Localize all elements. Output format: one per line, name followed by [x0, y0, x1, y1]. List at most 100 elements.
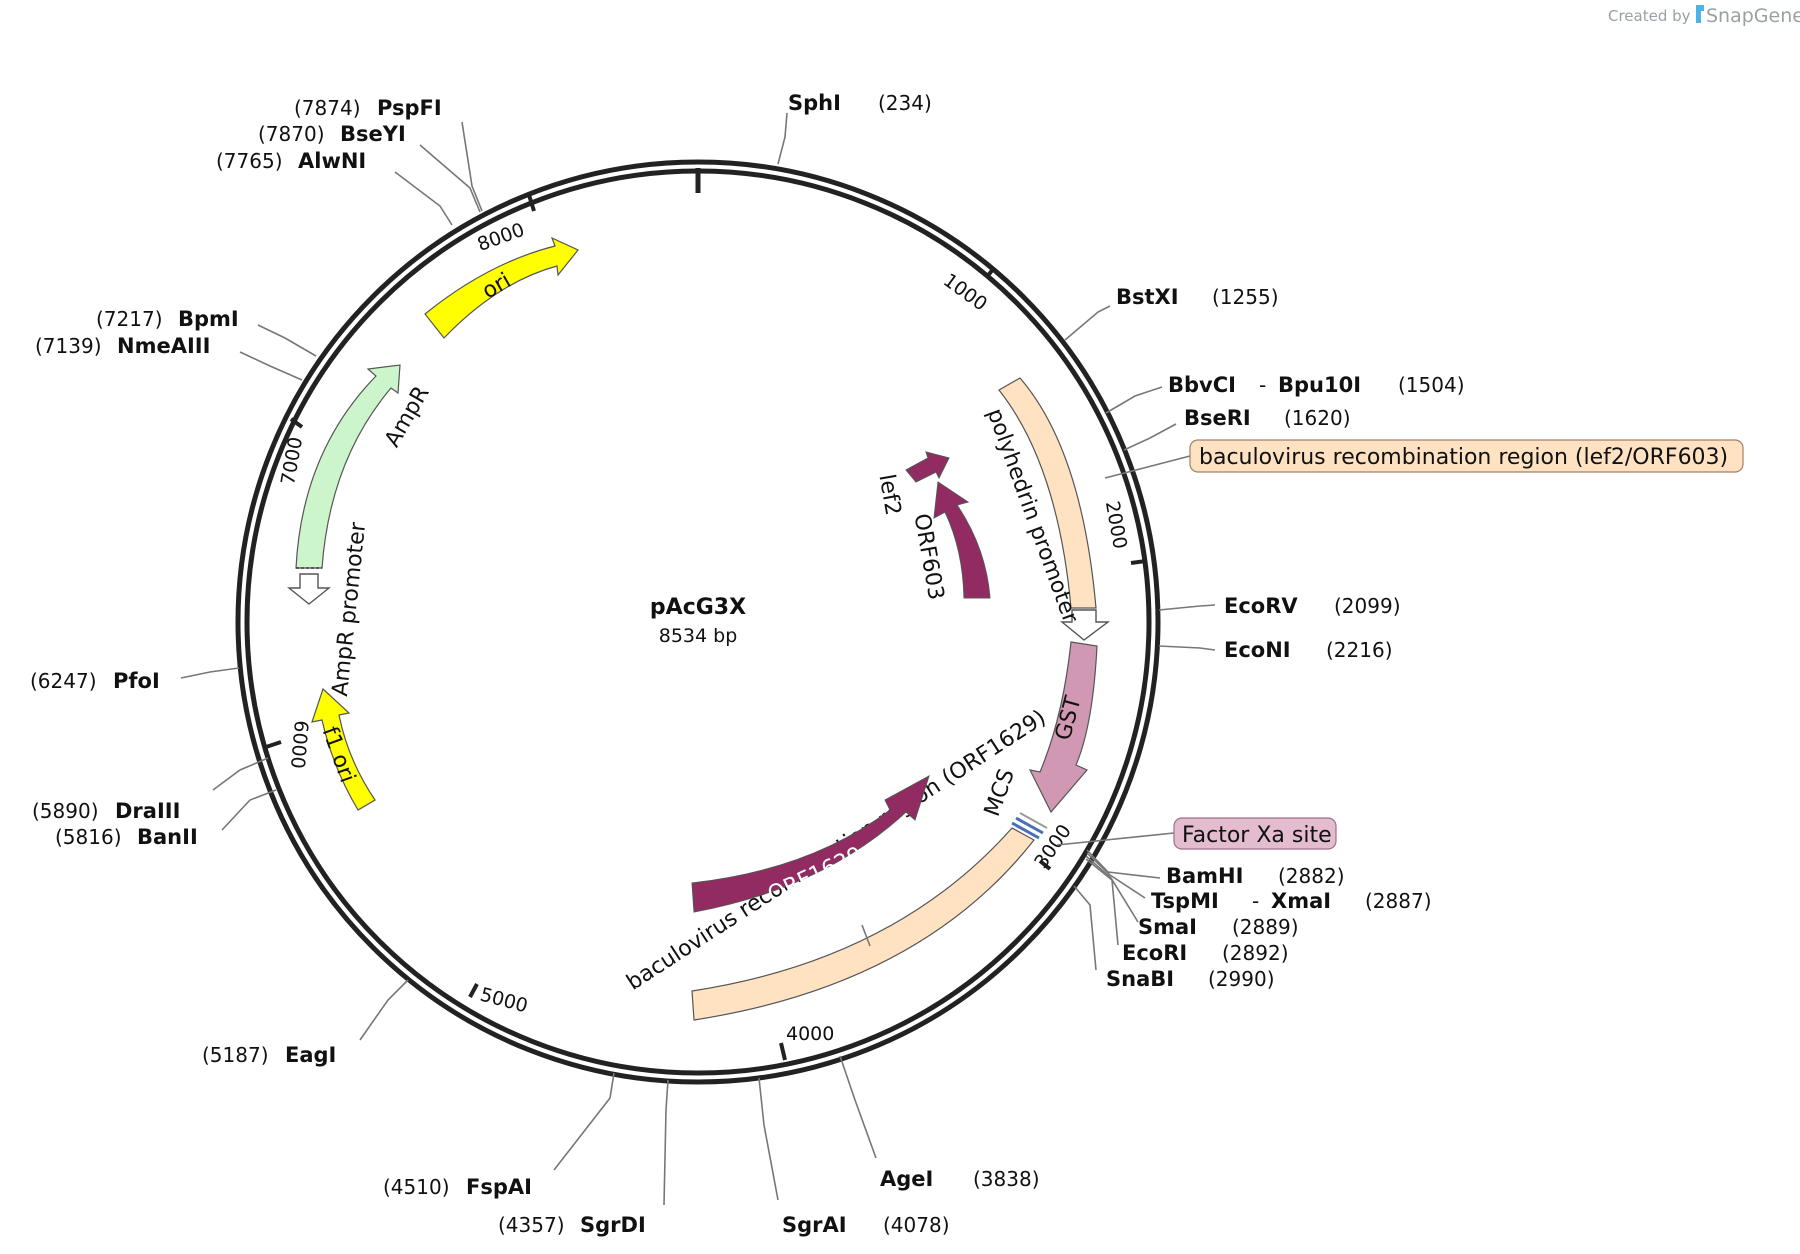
sgrai-name: SgrAI [782, 1213, 847, 1237]
bseri-leader [1123, 423, 1177, 451]
bac-region-lef2-orf603-arrow [998, 377, 1097, 609]
orf603-arrow [933, 481, 991, 599]
econi-name: EcoNI [1224, 638, 1291, 662]
lef2-label: lef2 [873, 472, 905, 517]
bbvci-leader [1105, 386, 1163, 414]
bbvci-sep: - [1259, 373, 1266, 397]
tspmi-pos: (2887) [1365, 889, 1432, 913]
bseri-pos: (1620) [1284, 406, 1351, 430]
bamhi-name: BamHI [1166, 864, 1243, 888]
bac-region-orf1629-leader [861, 924, 871, 947]
ampr-promoter-label: AmpR promoter [328, 520, 371, 697]
mcs-label: MCS [980, 766, 1020, 820]
snabi-pos: (2990) [1208, 967, 1275, 991]
tick-label-5000: 5000 [478, 984, 530, 1018]
polyhedrin-promoter-arrow [1060, 609, 1111, 641]
mcs-mark [1011, 812, 1048, 840]
orf1629-arrow [691, 774, 930, 913]
eagi-name: EagI [285, 1043, 336, 1067]
sphi-leader [777, 112, 788, 165]
f1-ori-arrow [311, 687, 376, 811]
bbvci-name: BbvCI [1168, 373, 1236, 397]
bac-lef2-callout-label: baculovirus recombination region (lef2/O… [1199, 445, 1728, 470]
ampr-arrow [295, 364, 401, 569]
draiii-name: DraIII [115, 799, 180, 823]
bpmi-name: BpmI [178, 307, 239, 331]
sgrdi-leader [663, 1079, 669, 1206]
fspai-pos: (4510) [383, 1175, 450, 1199]
sgrdi-name: SgrDI [580, 1213, 646, 1237]
eagi-leader [359, 979, 409, 1041]
bpmi-pos: (7217) [96, 307, 163, 331]
ecorv-pos: (2099) [1334, 594, 1401, 618]
tick-label-1000: 1000 [939, 269, 991, 315]
eagi-pos: (5187) [202, 1043, 269, 1067]
tick-label-6000: 6000 [286, 719, 312, 769]
fspai-leader [553, 1072, 615, 1171]
agei-leader [839, 1055, 877, 1159]
mcs-sites-leaders [1073, 849, 1161, 971]
gst-arrow [1028, 641, 1098, 814]
bstxi-leader [1064, 305, 1111, 341]
tspmi-sep: - [1252, 889, 1259, 913]
factor-xa-callout-label: Factor Xa site [1182, 823, 1332, 848]
bbvci-pos: (1504) [1398, 373, 1465, 397]
fspai-name: FspAI [466, 1175, 532, 1199]
sphi-name: SphI [788, 91, 841, 115]
tick-label-2000: 2000 [1101, 499, 1131, 550]
snapgene-logo-icon [1696, 5, 1704, 23]
econi-pos: (2216) [1326, 638, 1393, 662]
sgrai-pos: (4078) [883, 1213, 950, 1237]
agei-name: AgeI [880, 1167, 933, 1191]
pfoi-name: PfoI [113, 669, 160, 693]
smai-pos: (2889) [1232, 915, 1299, 939]
sphi-pos: (234) [878, 91, 932, 115]
plasmid-name: pAcG3X [650, 595, 746, 620]
bseyi-pos: (7870) [258, 122, 325, 146]
tick-marks [265, 194, 1147, 1061]
nmeaiii-name: NmeAIII [117, 334, 210, 358]
ampr-label: AmpR [380, 382, 435, 451]
pspfi-name: PspFI [377, 96, 442, 120]
f1-ori-label: f1 ori [317, 724, 360, 786]
banii-leader [221, 789, 277, 831]
orf603-label: ORF603 [909, 512, 949, 602]
agei-pos: (3838) [973, 1167, 1040, 1191]
alwni-leader [394, 171, 453, 226]
tspmi-name: TspMI [1151, 889, 1219, 913]
nmeaiii-leader [239, 351, 303, 381]
econi-leader [1158, 645, 1216, 651]
bseyi-name: BseYI [340, 122, 406, 146]
lef2-arrow [905, 451, 950, 483]
factor-xa-callout-leader [1056, 832, 1175, 846]
ecorv-name: EcoRV [1224, 594, 1298, 618]
banii-name: BanII [137, 825, 198, 849]
bstxi-pos: (1255) [1212, 285, 1279, 309]
pspfi-pos: (7874) [294, 96, 361, 120]
alwni-name: AlwNI [298, 149, 366, 173]
bseri-name: BseRI [1184, 406, 1251, 430]
bpmi-leader [257, 324, 317, 357]
xmai-name: XmaI [1271, 889, 1331, 913]
factor-xa-callout-box [1173, 817, 1337, 850]
ecori-name: EcoRI [1122, 941, 1187, 965]
sgrai-leader [758, 1077, 779, 1201]
pspfi-leader [461, 121, 483, 212]
banii-pos: (5816) [55, 825, 122, 849]
pfoi-pos: (6247) [30, 669, 97, 693]
draiii-pos: (5890) [32, 799, 99, 823]
snabi-name: SnaBI [1106, 967, 1174, 991]
alwni-pos: (7765) [216, 149, 283, 173]
pfoi-leader [180, 667, 240, 679]
bac-lef2-callout-box [1189, 439, 1744, 473]
bstxi-name: BstXI [1116, 285, 1179, 309]
ecorv-leader [1158, 604, 1216, 611]
ecori-pos: (2892) [1222, 941, 1289, 965]
bac-lef2-callout-leader [1104, 455, 1191, 479]
tick-label-4000: 4000 [786, 1023, 834, 1045]
nmeaiii-pos: (7139) [35, 334, 102, 358]
smai-name: SmaI [1138, 915, 1197, 939]
snapgene-brand: SnapGene [1706, 5, 1800, 27]
ampr-promoter-arrow [287, 573, 331, 605]
